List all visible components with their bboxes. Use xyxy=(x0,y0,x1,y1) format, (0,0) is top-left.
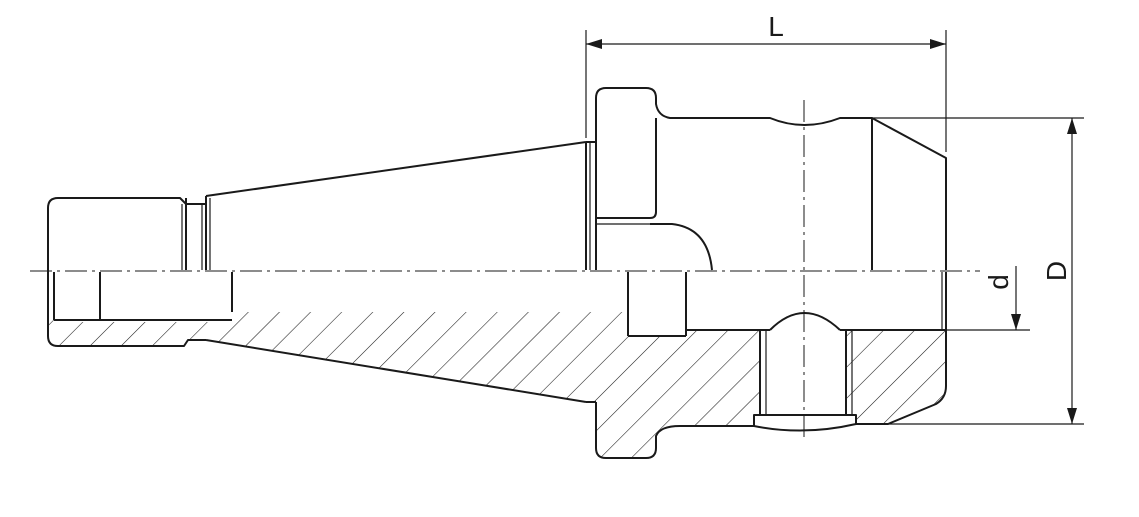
centerlines xyxy=(30,100,980,440)
section-hatching xyxy=(48,310,946,458)
dimension-outer-diameter: D xyxy=(856,117,1084,425)
holder-outline xyxy=(47,87,947,459)
dimension-bore-diameter: d xyxy=(946,266,1030,331)
dimension-label-d-outer: D xyxy=(1041,261,1072,281)
dimension-length: L xyxy=(585,11,947,152)
dimension-label-d-bore: d xyxy=(983,274,1014,290)
dimension-label-l: L xyxy=(768,11,784,42)
